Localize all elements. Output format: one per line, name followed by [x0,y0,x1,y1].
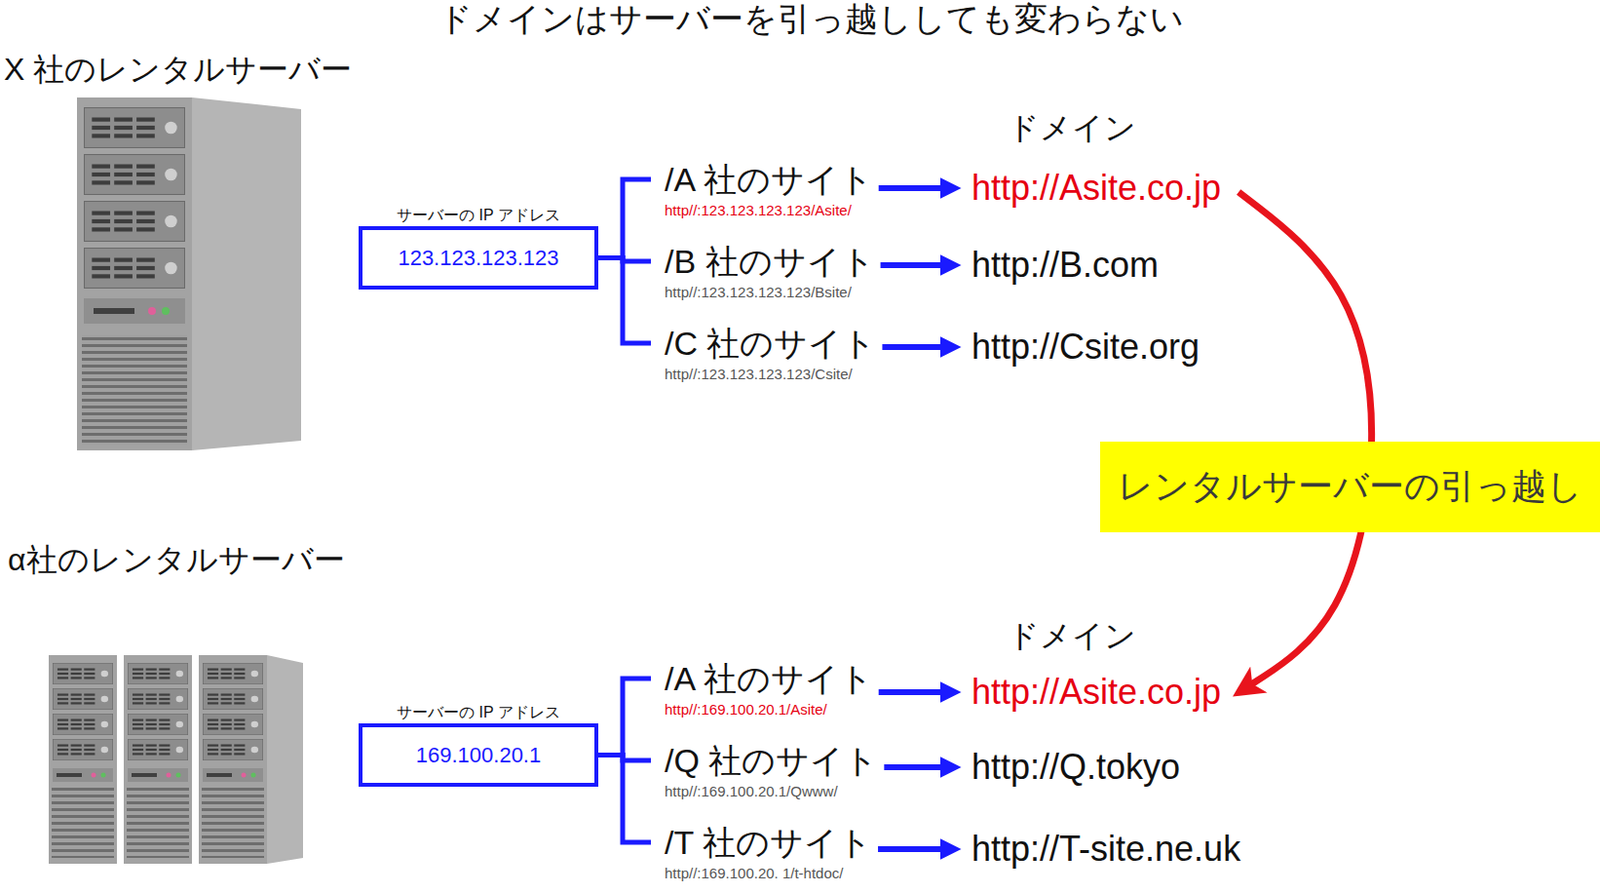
migration-label: レンタルサーバーの引っ越し [1100,441,1600,533]
ip-address: 169.100.20.1 [416,742,541,768]
status-lamp [161,306,170,315]
site-entry: /C 社のサイト http//:123.123.123.123/Csite/ [650,324,882,383]
server-side [266,654,304,864]
rack-servers [48,654,304,864]
bracket-line [596,179,651,259]
domain-name: http://Asite.co.jp [963,671,1221,713]
site-name: /Q 社のサイト [664,741,878,779]
diagram-title: ドメインはサーバーを引っ越ししても変わらない [438,0,1184,39]
disk-slot [93,307,135,314]
domain-name: http://B.com [963,244,1159,286]
server-heading: α社のレンタルサーバー [7,541,345,578]
domain-url: http://T-site.ne.uk [971,828,1241,870]
migration-arrow [1238,191,1372,686]
domain-name: http://Asite.co.jp [963,167,1221,209]
site-name: /A 社のサイト [664,160,874,198]
server-front [76,97,192,451]
ip-address-box: サーバーの IP アドレス123.123.123.123 [358,226,599,290]
column-heading: ドメイン [1007,617,1137,654]
site-path: http//:169.100.20.1/Asite/ [664,700,874,719]
drive-bay [83,153,186,195]
ip-heading: サーバーの IP アドレス [396,205,561,225]
domain-name: http://Csite.org [963,326,1200,368]
mapping-arrow [877,845,946,852]
bracket-line [596,678,651,756]
rack-server [198,654,267,864]
rack-server [48,654,117,864]
site-entry: /Q 社のサイト http//:169.100.20.1/Qwww/ [650,741,884,800]
drive-bay [83,247,186,289]
ip-heading: サーバーの IP アドレス [396,702,561,722]
site-path: http//:123.123.123.123/Bsite/ [664,283,876,302]
server-heading: X 社のレンタルサーバー [3,51,352,88]
bracket-line [596,755,651,843]
site-entry: /T 社のサイト http//:169.100.20. 1/t-htdoc/ [650,823,878,882]
domain-url: http://Asite.co.jp [971,671,1221,713]
domain-url: http://Asite.co.jp [971,167,1221,209]
site-entry: /A 社のサイト http//:169.100.20.1/Asite/ [650,659,879,719]
site-path: http//:123.123.123.123/Csite/ [664,365,877,383]
site-path: http//:169.100.20. 1/t-htdoc/ [664,864,873,882]
drive-bay [83,200,186,242]
ip-address-box: サーバーの IP アドレス169.100.20.1 [358,723,599,787]
column-heading: ドメイン [1007,110,1137,147]
site-name: /T 社のサイト [664,823,873,861]
domain-name: http://Q.tokyo [963,746,1181,788]
domain-url: http://B.com [971,244,1159,286]
drive-bay [83,107,186,149]
tower-server [76,97,302,451]
site-path: http//:123.123.123.123/Asite/ [664,201,874,220]
server-side [191,97,302,451]
site-path: http//:169.100.20.1/Qwww/ [664,782,878,800]
site-name: /C 社のサイト [664,324,877,362]
ip-address: 123.123.123.123 [397,245,559,271]
site-entry: /A 社のサイト http//:123.123.123.123/Asite/ [650,160,879,220]
status-lamp [148,306,156,315]
mapping-arrow [878,185,946,191]
domain-url: http://Q.tokyo [971,746,1181,788]
mapping-arrow [883,763,946,770]
mapping-arrow [878,688,946,695]
bracket-line [596,258,651,344]
domain-url: http://Csite.org [971,326,1200,368]
control-panel [83,298,186,324]
mapping-arrow [881,343,946,350]
site-name: /A 社のサイト [664,659,874,697]
mapping-arrow [880,262,946,268]
rack-server [123,654,192,864]
site-entry: /B 社のサイト http//:123.123.123.123/Bsite/ [650,242,881,302]
site-name: /B 社のサイト [664,242,876,280]
vent-grille [81,335,188,445]
domain-name: http://T-site.ne.uk [963,828,1241,870]
